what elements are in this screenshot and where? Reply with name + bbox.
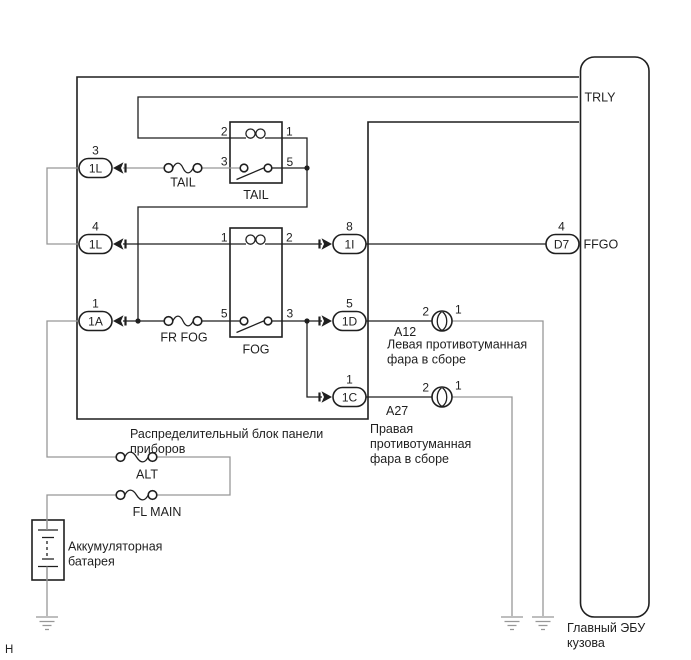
connector-1c-pin: 1 <box>346 373 353 387</box>
fuse-alt-symbol <box>115 451 158 463</box>
connector-1i-code: 1I <box>344 238 354 252</box>
fog-relay-switch-icon <box>236 316 273 334</box>
arrow-right-icon <box>321 391 332 403</box>
connector-1l3-code: 1L <box>89 162 103 176</box>
connector-1l4-pin: 4 <box>92 220 99 234</box>
lamp-a12-pin-right: 1 <box>455 303 462 317</box>
wire-battery-feed <box>46 320 231 616</box>
battery-name-line1: Аккумуляторная <box>68 540 162 554</box>
fuse-tail-symbol <box>163 162 203 174</box>
fuse-frfog-label: FR FOG <box>160 331 207 345</box>
fog-relay-pin-coil-right: 2 <box>286 231 293 245</box>
lamp-a27-pin-right: 1 <box>455 379 462 393</box>
arrow-right-icon <box>321 238 332 250</box>
lamp-a12-name-line1: Левая противотуманная <box>387 338 527 352</box>
fog-relay-pin-coil-left: 1 <box>221 231 228 245</box>
wire-lamp-a27-ground <box>452 396 513 616</box>
arrow-left-icon <box>113 315 124 327</box>
ecu-pin-ffgo-label: FFGO <box>584 238 619 252</box>
fuse-flmain-symbol <box>115 489 158 501</box>
lamp-a27-name-line2: противотуманная <box>370 437 471 451</box>
fog-relay-label: FOG <box>242 343 269 357</box>
connector-1a-oval <box>78 310 113 332</box>
lamp-a12-code: A12 <box>394 325 416 339</box>
fog-relay-box <box>229 227 283 338</box>
battery-name-line2: батарея <box>68 555 115 569</box>
wire-fog-output <box>272 320 322 398</box>
connector-1c-code: 1C <box>342 391 358 405</box>
arrow-left-icon <box>113 162 124 174</box>
connector-1d-code: 1D <box>342 315 358 329</box>
tail-relay-pin-coil-left: 2 <box>221 125 228 139</box>
ecu-box <box>579 56 650 618</box>
lamp-a27-pin-left: 2 <box>422 381 429 395</box>
connector-d7-pin: 4 <box>558 220 565 234</box>
fog-relay-pin-sw-right: 3 <box>287 307 294 321</box>
tail-relay-pin-sw-right: 5 <box>287 155 294 169</box>
tail-relay-coil-icon <box>245 128 266 139</box>
ground-icon-a12 <box>532 616 554 631</box>
connector-1l4-code: 1L <box>89 238 103 252</box>
tail-relay-label: TAIL <box>243 188 269 202</box>
lamp-a12-icon <box>431 310 453 332</box>
grid-reference-letter: H <box>5 644 13 656</box>
ground-icon-battery <box>36 616 58 631</box>
wire-trly <box>137 96 578 139</box>
wire-1l-jumper <box>46 167 79 245</box>
connector-d7-code: D7 <box>554 238 570 252</box>
ground-icon-a27 <box>501 616 523 631</box>
connector-1i-oval <box>332 233 367 255</box>
junction-block-title-line2: приборов <box>130 442 186 456</box>
lamp-a12-pin-left: 2 <box>422 305 429 319</box>
connector-1a-pin: 1 <box>92 297 99 311</box>
junction-block-outline <box>76 76 579 420</box>
fog-relay-coil-icon <box>245 234 266 245</box>
fog-relay-pin-sw-left: 5 <box>221 307 228 321</box>
connector-1a-code: 1A <box>88 315 103 329</box>
junction-dot <box>304 318 310 324</box>
arrow-right-icon <box>321 315 332 327</box>
lamp-a27-icon <box>431 386 453 408</box>
connector-1l3-pin: 3 <box>92 144 99 158</box>
tail-relay-switch-icon <box>236 163 273 181</box>
tail-relay-pin-sw-left: 3 <box>221 155 228 169</box>
connector-1d-pin: 5 <box>346 297 353 311</box>
connector-arrows <box>113 162 332 403</box>
lamp-a27-name-line3: фара в сборе <box>370 452 449 466</box>
fuse-alt-label: ALT <box>136 468 158 482</box>
wire-lamp-a12-ground <box>452 320 544 616</box>
ecu-pin-trly-label: TRLY <box>585 91 617 105</box>
connector-1i-pin: 8 <box>346 220 353 234</box>
junction-dot <box>304 165 310 171</box>
battery-box <box>31 519 65 581</box>
connector-d7-oval <box>545 233 580 255</box>
tail-relay-pin-coil-right: 1 <box>286 125 293 139</box>
connector-1d-oval <box>332 310 367 332</box>
wire-tail-relay-power <box>137 137 308 321</box>
connector-1l3-oval <box>78 157 113 179</box>
junction-dot <box>135 318 141 324</box>
connector-1c-oval <box>332 386 367 408</box>
fuse-frfog-symbol <box>163 315 203 327</box>
lamp-a27-code: A27 <box>386 404 408 418</box>
lamp-a27-name-line1: Правая <box>370 422 413 436</box>
ecu-title-line1: Главный ЭБУ <box>567 621 645 635</box>
junction-block-title-line1: Распределительный блок панели <box>130 427 323 441</box>
battery-icon <box>38 520 58 580</box>
fuse-flmain-label: FL MAIN <box>133 505 182 519</box>
lamp-a12-name-line2: фара в сборе <box>387 353 466 367</box>
connector-1l4-oval <box>78 233 113 255</box>
fuse-tail-label: TAIL <box>170 176 196 190</box>
ecu-title-line2: кузова <box>567 636 605 650</box>
arrow-left-icon <box>113 238 124 250</box>
